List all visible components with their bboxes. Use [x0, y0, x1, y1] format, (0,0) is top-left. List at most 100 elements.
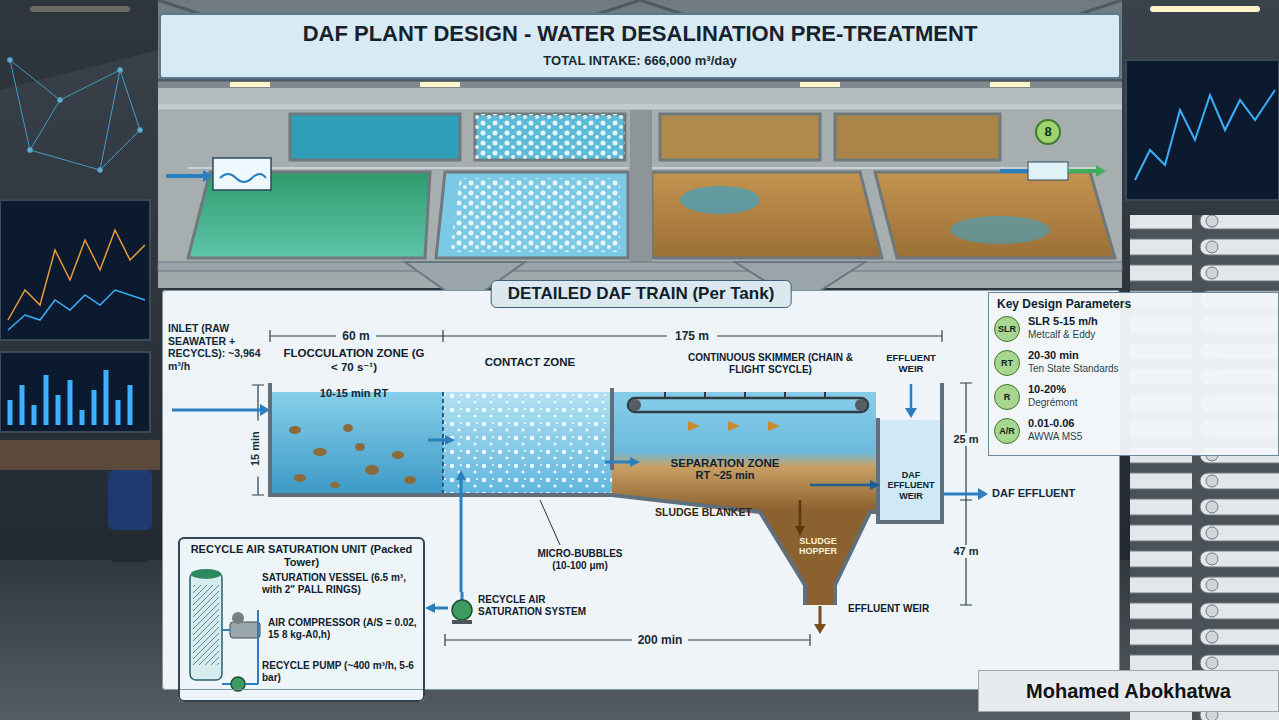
- wall-monitors: [0, 440, 160, 470]
- server-racks: [1130, 215, 1279, 720]
- connector-line: [810, 484, 872, 487]
- plant-photo: [990, 82, 1030, 87]
- plant-photo: [220, 174, 266, 182]
- title-bar: [160, 14, 1120, 78]
- table-cell: Ten State Standards: [1028, 363, 1198, 375]
- arrow-head: [630, 457, 640, 467]
- wall-monitors: [108, 470, 152, 530]
- zone-name: SEPARATION ZONE: [642, 457, 808, 469]
- tank-illustration: [855, 399, 867, 411]
- panel-heading: DETAILED DAF TRAIN (Per Tank): [491, 280, 792, 308]
- wall-monitors: [0, 352, 150, 432]
- system-name: RECYCLE AIR SATURATION SYSTEM: [478, 594, 605, 618]
- tank-illustration: [728, 421, 740, 431]
- tank-illustration: [629, 399, 641, 411]
- network-graphic: [98, 168, 103, 173]
- plant-photo: [680, 186, 760, 214]
- table-cell: Degrémont: [1028, 397, 1198, 409]
- badge-text: A/R: [999, 426, 1015, 436]
- flow-connector: [456, 470, 466, 592]
- subtitle: TOTAL INTAKE: 666,000 m³/day: [360, 53, 920, 69]
- tank-illustration: [392, 451, 404, 459]
- flow-arrows: [905, 408, 917, 418]
- tank-illustration: [876, 418, 880, 512]
- connector-line: [433, 607, 448, 610]
- tank-illustration: [612, 392, 876, 512]
- plant-photo: [1000, 169, 1028, 173]
- connector-line: [605, 460, 632, 463]
- badge-text: RT: [1001, 358, 1013, 368]
- tank-illustration: [330, 482, 340, 488]
- tank-illustration: [294, 474, 306, 482]
- network-graphic: [138, 128, 143, 133]
- recycle-unit-illustration: [452, 620, 472, 624]
- plant-photo: [158, 0, 1122, 288]
- parameter-badge: RT: [994, 350, 1020, 376]
- plant-photo: [875, 172, 1115, 258]
- recycle-unit-illustration: [232, 612, 244, 624]
- plant-photo: [1028, 162, 1068, 180]
- plant-photo: [230, 82, 270, 87]
- author-box: Mohamed Abokhatwa: [978, 670, 1279, 712]
- wall-monitors: [1126, 60, 1279, 200]
- wall-monitors: [0, 200, 150, 340]
- page-title: DAF PLANT DESIGN - WATER DESALINATION PR…: [160, 21, 1120, 47]
- plant-photo: [420, 82, 460, 87]
- plant-photo: [213, 158, 271, 190]
- recycle-unit-illustration: [461, 592, 464, 600]
- part-name: EFFLUENT WEIR: [880, 352, 942, 375]
- recycle-pump-system: RECYCLE AIR SATURATION SYSTEM: [448, 592, 605, 632]
- dimension-lines: [445, 634, 810, 646]
- dimension: 47 m: [950, 545, 982, 558]
- part-name: MICRO-BUBBLES (10-100 μm): [532, 548, 628, 572]
- flow-arrows: [172, 409, 262, 412]
- tank-illustration: [313, 448, 327, 456]
- network-graphic: [8, 58, 13, 63]
- recycle-unit-illustration: [178, 537, 472, 702]
- plant-photo: [203, 170, 213, 182]
- flow-connector: [795, 500, 805, 536]
- tank-illustration: [878, 420, 942, 522]
- flow-arrows: [814, 624, 826, 634]
- plant-photo: [188, 167, 1100, 169]
- separation-zone: SEPARATION ZONERT ~25 min: [640, 455, 810, 500]
- plant-photo: [475, 114, 625, 160]
- table-cell: AWWA MS5: [1028, 431, 1198, 443]
- recycle-unit-illustration: [230, 622, 260, 638]
- recycle-unit-illustration: [190, 572, 222, 680]
- connector-line: [428, 438, 447, 441]
- plant-photo: [475, 114, 625, 160]
- tank-illustration: [443, 392, 612, 495]
- recycle-unit-illustration: [193, 585, 219, 665]
- flow-arrows: [819, 606, 822, 626]
- arrow-head: [456, 470, 466, 480]
- plant-photo: [630, 110, 652, 262]
- table-heading: Key Design Parameters: [997, 297, 1270, 311]
- zone-name: CONTACT ZONE: [455, 356, 605, 368]
- tank-illustration: [355, 443, 365, 451]
- outlet-name: EFFLUENT WEIR: [848, 603, 938, 615]
- tank-illustration: [610, 388, 614, 470]
- part-name: AIR COMPRESSOR (A/S = 0.02, 15 8 kg-A0,h…: [268, 617, 420, 641]
- plant-photo: [660, 114, 820, 160]
- table-cell: 20-30 min: [1028, 349, 1198, 362]
- table-cell: 10-20%: [1028, 383, 1198, 396]
- table-cell: SLR 5-15 m/h: [1028, 315, 1198, 328]
- panel-ground: [162, 290, 1120, 690]
- tank-illustration: [343, 424, 353, 432]
- zone-detail: 10-15 min RT: [282, 387, 426, 399]
- server-racks: [1130, 215, 1279, 720]
- flocculation-zone: FLOCCULATION ZONE (G < 70 s⁻¹)10-15 min …: [280, 345, 428, 460]
- contact-zone: CONTACT ZONE: [455, 350, 605, 470]
- tank-illustration: [272, 392, 443, 495]
- dimension: 15 min: [249, 421, 262, 477]
- dimension: 60 m: [336, 329, 376, 343]
- flow-connector: [425, 603, 448, 613]
- arrow-head: [445, 435, 455, 445]
- wall-monitors: [1135, 90, 1275, 180]
- tank-illustration: [768, 421, 780, 431]
- plant-photo: [1036, 120, 1060, 144]
- flow-arrows: [910, 384, 913, 410]
- recycle-unit-illustration: [178, 537, 425, 702]
